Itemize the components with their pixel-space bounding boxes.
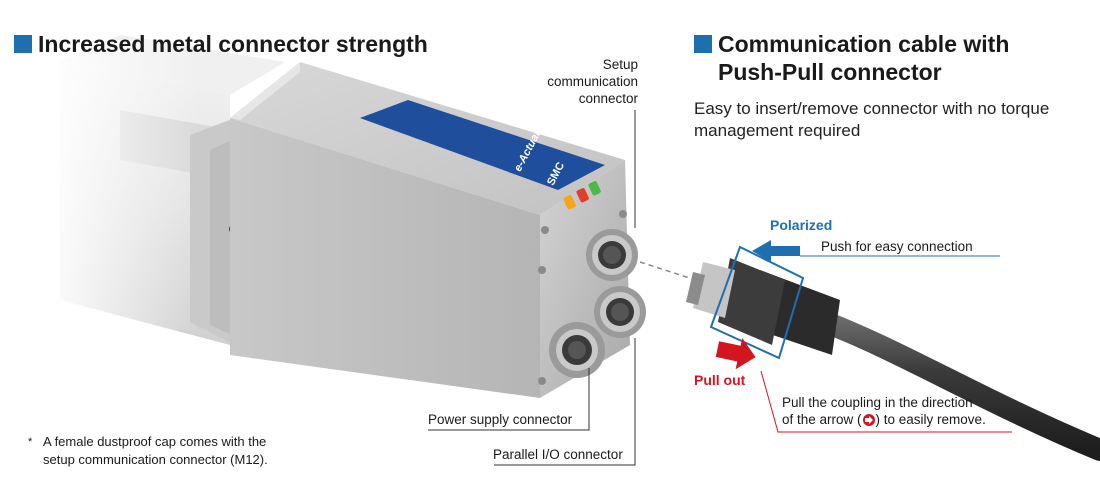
heading-square-icon [694,35,712,53]
power-supply-label: Power supply connector [428,412,573,427]
left-heading-text: Increased metal connector strength [38,31,428,57]
product-label-plate [360,100,605,190]
push-label: Push for easy connection [821,239,973,254]
coupling-highlight-frame [709,245,805,360]
pull-arrow-icon [715,337,756,370]
footnote-mark: * [28,436,33,448]
setup-label-line3: connector [578,91,638,106]
end-plate [190,118,239,345]
subtitle-line2: management required [694,121,861,140]
right-heading-text: Communication cable with Push-Pull conne… [718,31,1010,85]
front-screws [538,210,627,385]
footnote-line1: A female dustproof cap comes with the [43,434,267,449]
actuator-rail [40,35,285,345]
pull-callout-line [760,370,1012,433]
push-pull-cable [686,258,1100,461]
footnote: * A female dustproof cap comes with the … [28,433,268,469]
setup-connector-label: Setup communication connector [520,56,638,107]
setup-label-line1: Setup [602,57,638,72]
callout-lines [428,110,636,466]
push-arrow-icon [752,240,800,262]
inline-red-arrow-icon [862,413,875,426]
status-led-icons [563,181,601,210]
setup-connector-port [586,229,638,281]
footnote-line2: setup communication connector (M12). [43,452,268,467]
parallel-io-connector-port [594,286,646,338]
setup-label-line2: communication [547,74,638,89]
subtitle-line1: Easy to insert/remove connector with no … [694,99,1050,118]
pull-instruction: Pull the coupling in the direction of th… [782,394,986,428]
pull-instruction-line2: of the arrow ( ) to easily remove. [782,412,986,427]
left-heading: Increased metal connector strength [14,30,428,58]
polarized-label: Polarized [770,217,833,233]
right-heading: Communication cable with Push-Pull conne… [694,30,1009,86]
controller-body [230,62,630,398]
right-subtitle: Easy to insert/remove connector with no … [694,98,1094,142]
heading-square-icon [14,35,32,53]
power-connector-port [549,322,605,378]
pull-out-label: Pull out [694,372,746,388]
parallel-io-label: Parallel I/O connector [493,447,623,462]
pull-instruction-line1: Pull the coupling in the direction [782,395,973,410]
